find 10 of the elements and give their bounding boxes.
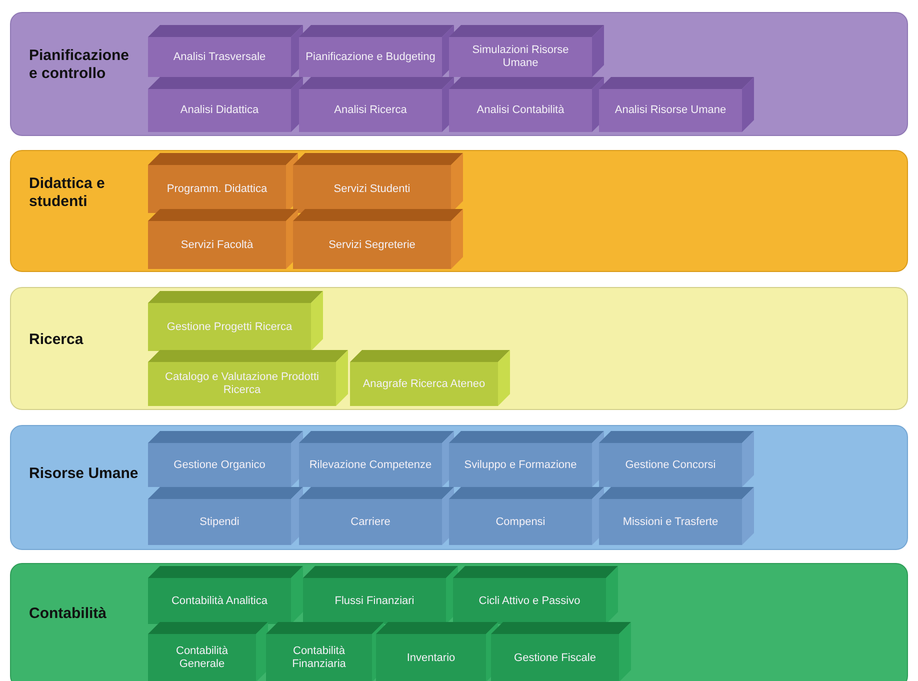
layer-band: [10, 12, 908, 136]
layer-band: [10, 150, 908, 272]
layer-title: Risorse Umane: [29, 465, 139, 483]
layer-band: [10, 563, 908, 681]
layer-title: Ricerca: [29, 331, 84, 349]
layer-title: Didattica e studenti: [29, 175, 106, 211]
layer-title: Pianificazione e controllo: [29, 47, 130, 83]
layer-band: [10, 287, 908, 410]
layer-title: Contabilità: [29, 605, 108, 623]
layer-band: [10, 425, 908, 550]
